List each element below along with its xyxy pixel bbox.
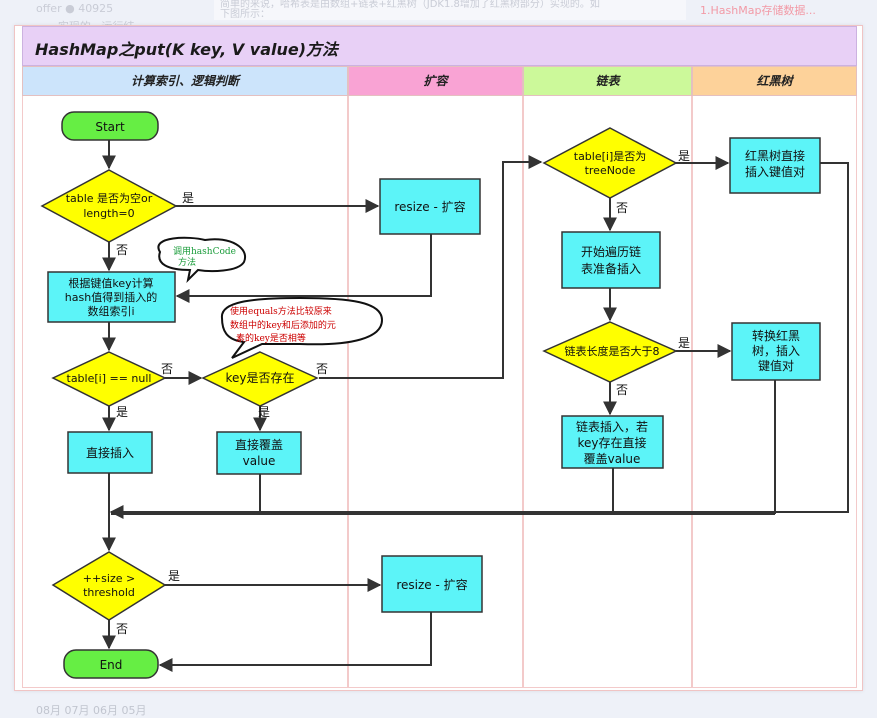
node-convert-rbt: 转换红黑 树，插入 键值对 — [731, 322, 821, 381]
node-size-check-line2: threshold — [83, 586, 135, 599]
node-table-empty-line2: length=0 — [83, 207, 134, 220]
node-length-gt8-label: 链表长度是否大于8 — [565, 344, 660, 358]
label-no-table-empty: 否 — [116, 243, 128, 257]
node-traverse-line1: 开始遍历链 — [581, 244, 641, 259]
node-list-insert-line3: 覆盖value — [584, 452, 641, 466]
label-yes-table-empty: 是 — [182, 191, 194, 205]
label-no-key-exists: 否 — [316, 362, 328, 376]
node-is-treenode-line2: treeNode — [585, 164, 636, 177]
node-resize-1-label: resize - 扩容 — [394, 199, 465, 214]
node-list-insert-line2: key存在直接 — [577, 435, 646, 450]
node-calc-index-line3: 数组索引i — [87, 304, 134, 318]
note-hashcode-line1: 调用hashCode — [173, 246, 236, 257]
node-resize-2: resize - 扩容 — [381, 555, 483, 613]
node-start-label: Start — [95, 120, 125, 134]
node-start: Start — [61, 111, 159, 141]
lane-body-resize — [348, 96, 523, 688]
node-size-check-line1: ++size > — [83, 572, 135, 585]
node-key-exists: key是否存在 — [201, 351, 319, 407]
node-resize-2-label: resize - 扩容 — [396, 577, 467, 592]
node-list-insert: 链表插入，若 key存在直接 覆盖value — [561, 415, 664, 469]
note-equals-line3: 素的key是否相等 — [236, 332, 306, 344]
edge-key-exists-to-is-treenode — [319, 155, 543, 379]
node-convert-rbt-line1: 转换红黑 — [752, 328, 800, 343]
diagram-title: HashMap之put(K key, V value)方法 — [35, 40, 339, 59]
label-yes-key-exists: 是 — [258, 405, 270, 419]
note-equals-line2: 数组中的key和后添加的元 — [230, 319, 336, 331]
node-list-insert-line1: 链表插入，若 — [576, 419, 648, 434]
lane-body-index — [22, 96, 348, 688]
edge-resize-to-calc-index — [175, 234, 432, 303]
diagram-title-bar: HashMap之put(K key, V value)方法 — [22, 26, 857, 66]
node-insert-direct-label: 直接插入 — [86, 445, 134, 460]
background-article-line: 下图所示： — [220, 9, 270, 20]
label-no-size-check: 否 — [116, 622, 128, 636]
label-no-is-treenode: 否 — [616, 201, 628, 215]
node-calc-index: 根据键值key计算 hash值得到插入的 数组索引i — [47, 271, 176, 323]
background-sidebar-line: offer ● 40925 — [36, 2, 114, 15]
node-is-null-label: table[i] == null — [67, 372, 152, 385]
lane-header-resize: 扩容 — [348, 66, 523, 96]
label-yes-is-treenode: 是 — [678, 149, 690, 163]
node-table-empty: table 是否为空or length=0 — [40, 169, 178, 243]
node-resize-1: resize - 扩容 — [379, 178, 481, 235]
background-article-text: 简单的来说，哈希表是由数组+链表+红黑树（JDK1.8增加了红黑树部分）实现的。… — [214, 0, 686, 20]
node-insert-direct: 直接插入 — [67, 431, 153, 474]
node-is-treenode: table[i]是否为 treeNode — [542, 127, 678, 199]
node-traverse: 开始遍历链 表准备插入 — [561, 231, 661, 289]
lane-header-red-black-tree: 红黑树 — [692, 66, 857, 96]
node-length-gt8: 链表长度是否大于8 — [542, 321, 678, 383]
note-equals: 使用equals方法比较原来 数组中的key和后添加的元 素的key是否相等 — [220, 296, 384, 359]
node-is-treenode-line1: table[i]是否为 — [574, 150, 647, 163]
note-hashcode: 调用hashCode 方法 — [157, 236, 247, 284]
node-convert-rbt-line3: 键值对 — [758, 358, 794, 373]
edge-rbt-insert-to-bus — [109, 162, 849, 519]
node-rbt-insert: 红黑树直接 插入键值对 — [729, 137, 821, 194]
node-size-check: ++size > threshold — [51, 551, 167, 621]
node-table-empty-line1: table 是否为空or — [66, 191, 153, 205]
lane-body-red-black-tree — [692, 96, 857, 688]
note-hashcode-line2: 方法 — [178, 256, 196, 268]
node-calc-index-line1: 根据键值key计算 — [68, 276, 153, 290]
node-overwrite-line2: value — [243, 454, 276, 468]
node-overwrite-line1: 直接覆盖 — [235, 437, 283, 452]
edge-resize2-to-end — [158, 612, 432, 672]
label-yes-size-check: 是 — [168, 569, 180, 583]
node-overwrite: 直接覆盖 value — [216, 431, 302, 475]
background-article-line: 简单的来说，哈希表是由数组+链表+红黑树（JDK1.8增加了红黑树部分）实现的。… — [220, 0, 600, 10]
background-month-tabs: 08月 07月 06月 05月 — [36, 704, 147, 717]
node-rbt-insert-line2: 插入键值对 — [745, 164, 805, 179]
node-end-label: End — [100, 658, 123, 672]
background-related-link[interactable]: 1.HashMap存储数据... — [700, 4, 816, 17]
node-calc-index-line2: hash值得到插入的 — [65, 290, 157, 304]
node-key-exists-label: key是否存在 — [225, 371, 294, 385]
node-convert-rbt-line2: 树，插入 — [752, 343, 800, 358]
note-equals-line1: 使用equals方法比较原来 — [230, 305, 332, 317]
lane-header-index: 计算索引、逻辑判断 — [22, 66, 348, 96]
label-yes-is-null: 是 — [116, 405, 128, 419]
label-no-is-null: 否 — [161, 362, 173, 376]
lane-body-linked-list — [523, 96, 692, 688]
node-traverse-line2: 表准备插入 — [581, 262, 641, 276]
node-rbt-insert-line1: 红黑树直接 — [745, 148, 805, 163]
node-is-null: table[i] == null — [51, 351, 167, 407]
node-end: End — [63, 649, 159, 679]
lane-header-linked-list: 链表 — [523, 66, 692, 96]
label-no-length-gt8: 否 — [616, 383, 628, 397]
label-yes-length-gt8: 是 — [678, 336, 690, 350]
